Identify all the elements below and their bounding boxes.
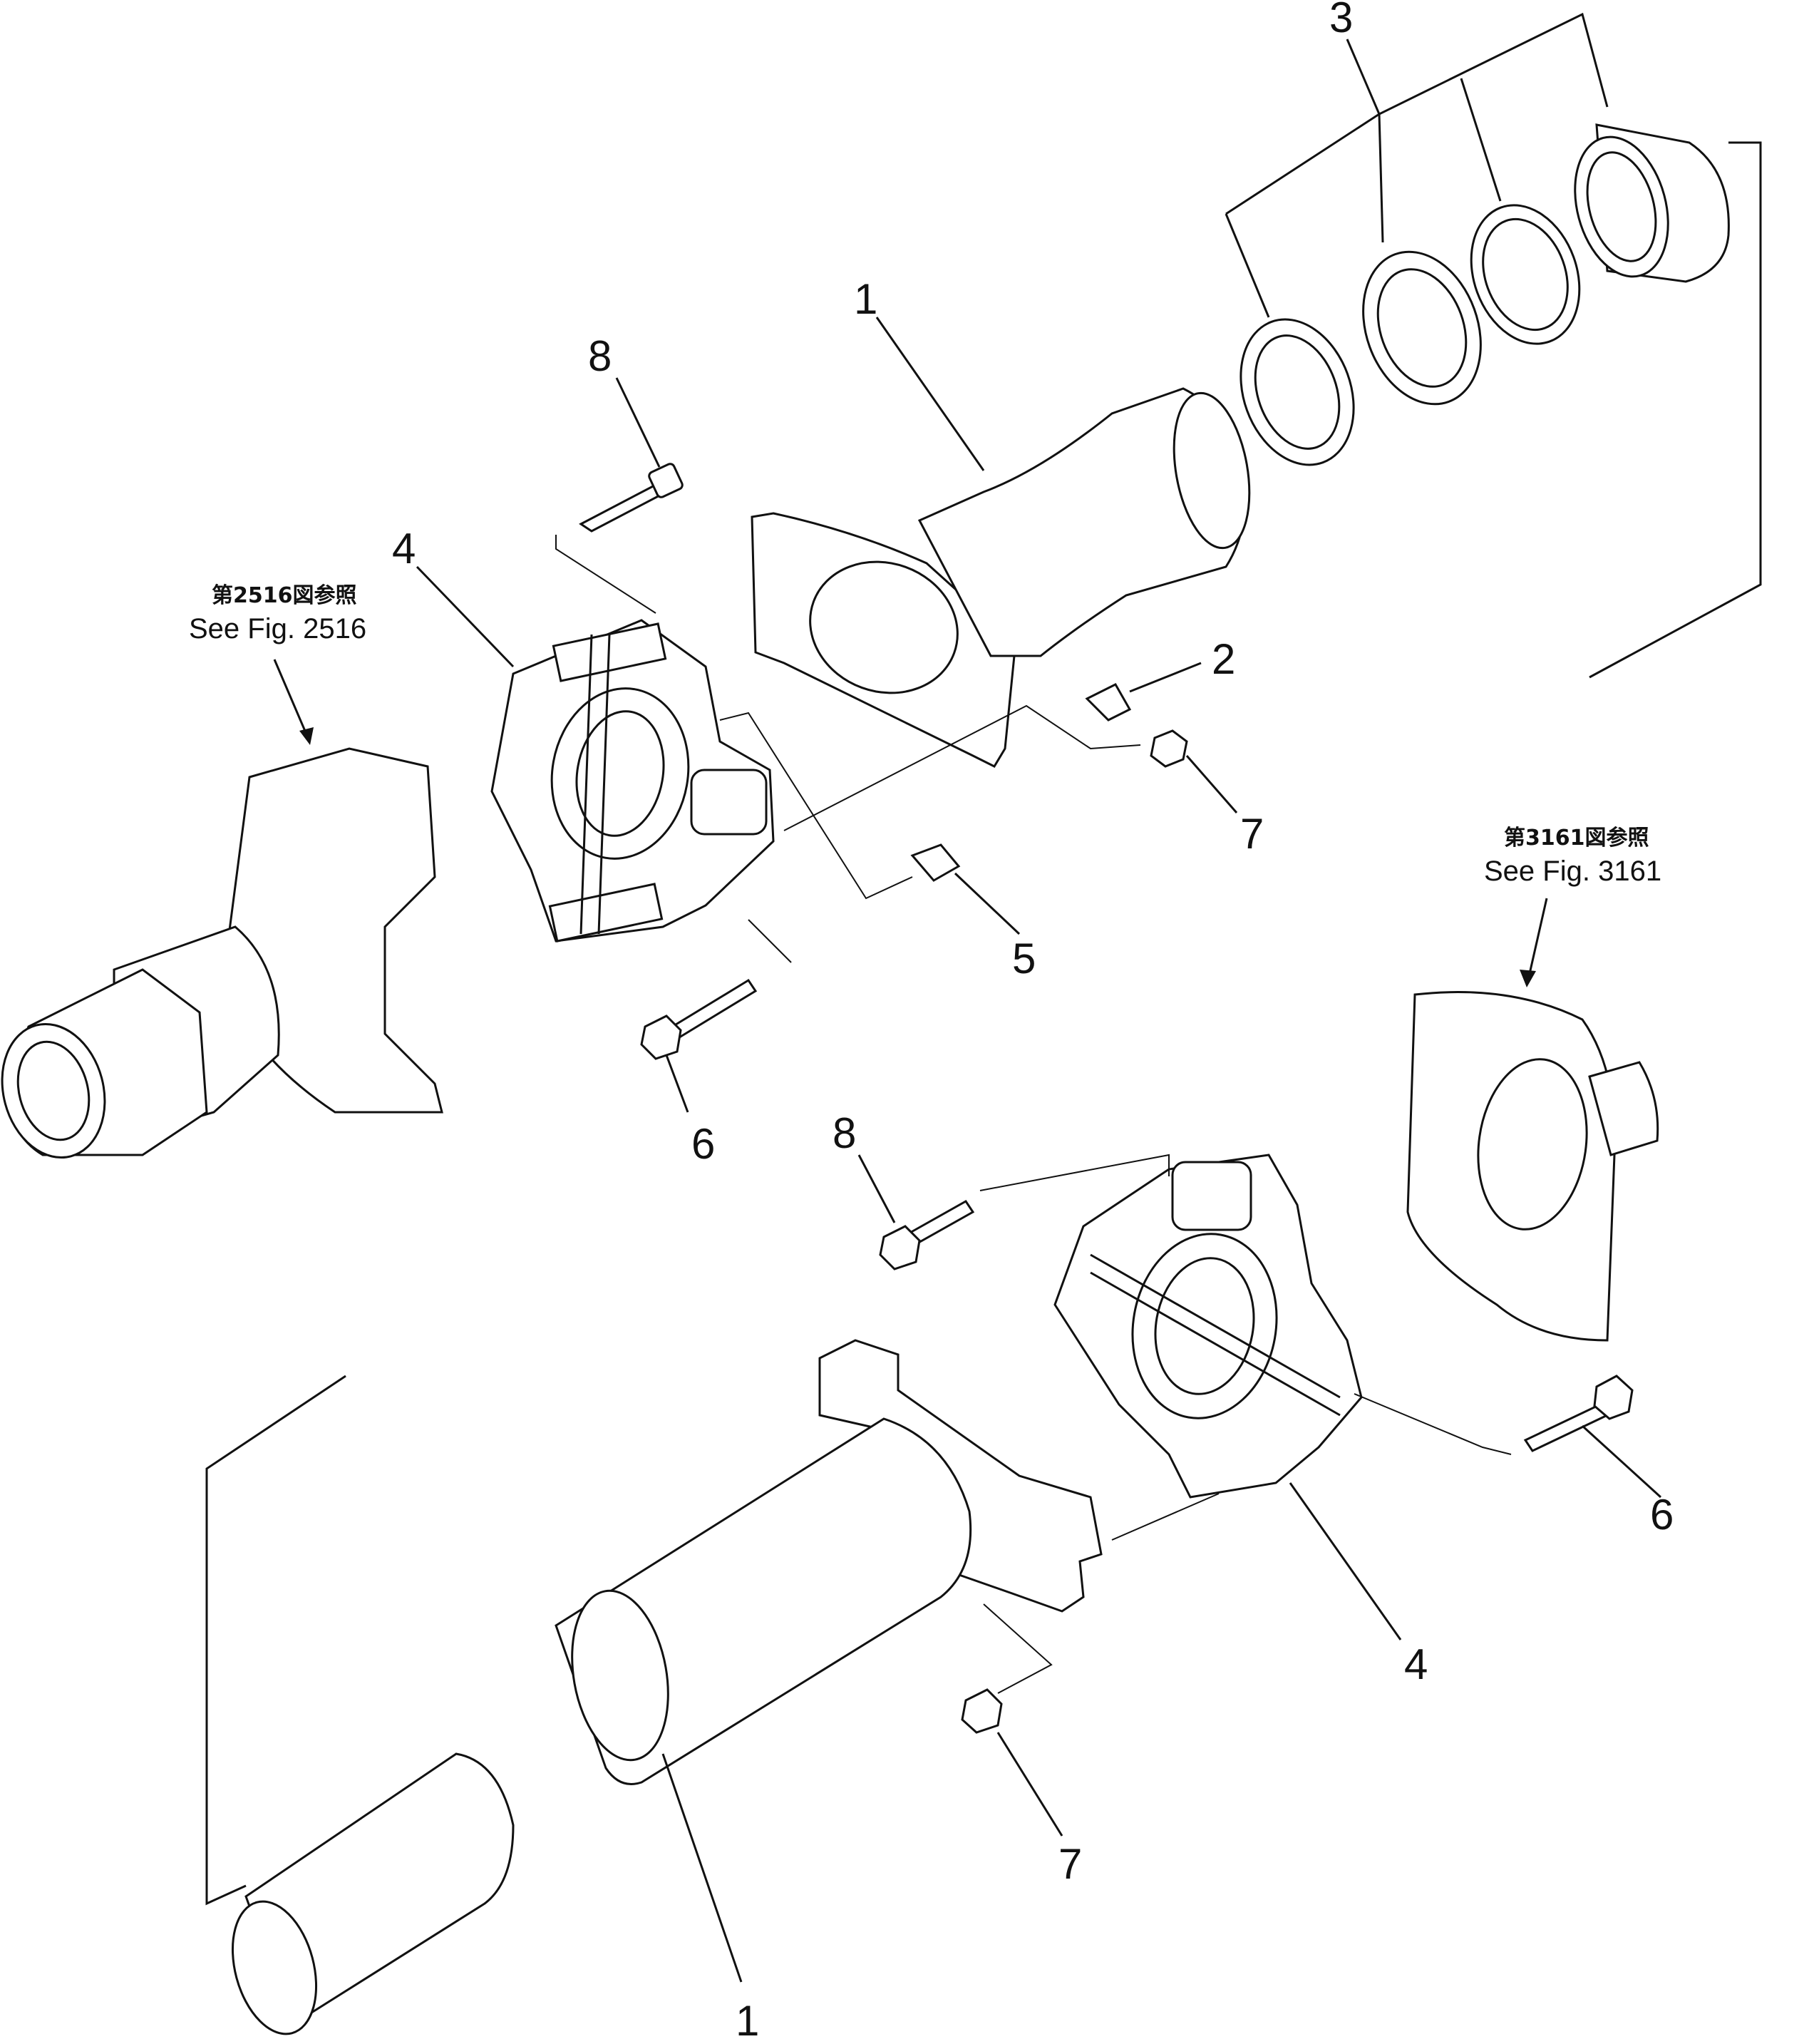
- bolt-8-head: [879, 1225, 921, 1270]
- grease-fitting-top: [1085, 683, 1132, 721]
- lower-shaft: [231, 1339, 1103, 2035]
- callout-6-top: 6: [691, 1120, 715, 1168]
- callout-7-top: 7: [1240, 810, 1264, 858]
- strap-bottom: [548, 883, 664, 943]
- bolt-6-head: [640, 1015, 682, 1060]
- bearing-cap-top: [1171, 1161, 1252, 1231]
- upper-spider: [490, 619, 775, 943]
- strap-band-lower: [1090, 1253, 1341, 1399]
- strap-band-lower-2: [1090, 1271, 1341, 1417]
- bearing-cup-bore: [1586, 151, 1657, 262]
- yoke-bore: [809, 560, 959, 694]
- callout-labels: 3 1 8 4 2 7 5 6 8 6 4 7 1: [392, 0, 1674, 2044]
- bolt-6-bottom-head: [1593, 1375, 1634, 1420]
- callout-8-top: 8: [588, 332, 612, 380]
- left-flange-yoke: [1, 747, 443, 1159]
- reference-right-jp: 第3161図参照: [1504, 826, 1649, 851]
- callout-6-bottom: 6: [1650, 1491, 1674, 1539]
- bolt-top-head: [648, 463, 684, 498]
- bearing-cap-right: [690, 769, 768, 836]
- reference-right-en: See Fig. 3161: [1484, 856, 1661, 887]
- nut-bottom: [961, 1688, 1003, 1734]
- reference-left-jp: 第2516図参照: [212, 583, 357, 608]
- washer-ring-inner: [1482, 217, 1569, 332]
- callout-4-top: 4: [392, 525, 416, 572]
- spider-bore-lower-inner: [1154, 1257, 1255, 1395]
- bearing-set: [1240, 123, 1730, 466]
- seal-ring-inner: [1376, 268, 1468, 388]
- callout-4-bottom: 4: [1404, 1640, 1428, 1688]
- fitting-5: [910, 843, 961, 882]
- spider-bore-inner: [575, 710, 665, 837]
- callout-8-bottom: 8: [833, 1109, 856, 1157]
- callout-2: 2: [1212, 635, 1235, 683]
- callout-1-top: 1: [854, 275, 877, 323]
- upper-shaft-yoke: [751, 387, 1251, 768]
- shaft-end: [1172, 391, 1251, 550]
- spline-end-face: [231, 1900, 318, 2035]
- callout-5: 5: [1012, 935, 1036, 982]
- bolt-6-bottom: [1523, 1403, 1609, 1452]
- bottom-small-parts: [879, 1200, 1634, 1734]
- nut-top: [1150, 729, 1188, 768]
- strap-band: [579, 634, 593, 935]
- reference-left-en: See Fig. 2516: [189, 613, 366, 644]
- reference-right: 第3161図参照 See Fig. 3161: [1484, 826, 1661, 887]
- bolt-top: [579, 483, 669, 533]
- lower-spider: [1053, 1154, 1363, 1499]
- strap-band-2: [597, 634, 611, 935]
- callout-7-bottom: 7: [1058, 1840, 1082, 1888]
- leader-lines: [205, 12, 1762, 1983]
- flange-bore: [1477, 1058, 1588, 1231]
- shaft-collar: [571, 1589, 669, 1762]
- callout-3: 3: [1329, 0, 1353, 41]
- right-flange-yoke: [1406, 991, 1659, 1342]
- bolt-8-bottom: [907, 1200, 975, 1246]
- callout-1-bottom: 1: [736, 1997, 759, 2044]
- shim-ring-inner: [1254, 334, 1341, 450]
- reference-left: 第2516図参照 See Fig. 2516: [189, 583, 366, 644]
- top-small-parts: [579, 463, 1188, 1060]
- spline-hub-bore: [16, 1040, 91, 1141]
- flange-stub: [1588, 1061, 1659, 1156]
